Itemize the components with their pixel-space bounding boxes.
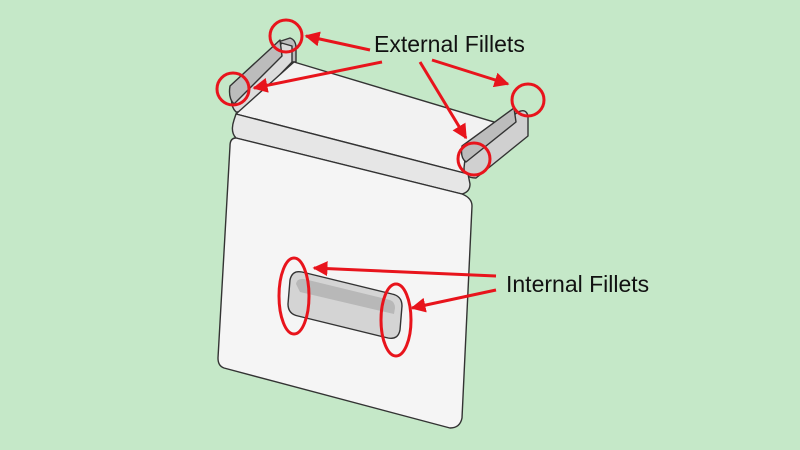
left-flange-front [228,39,283,105]
internal-fillet-ellipse-1 [277,256,311,336]
internal-arrow-1 [312,261,497,278]
external-arrow-2 [252,60,383,93]
external-arrow-4 [418,61,468,140]
internal-arrow-2 [410,288,497,313]
external-fillet-circle-2 [215,71,251,107]
external-fillet-circle-1 [268,18,304,54]
external-fillet-circle-4 [456,141,492,177]
external-fillets-label: External Fillets [374,31,525,57]
internal-fillet-ellipse-2 [379,282,413,358]
slot-inner-shade [296,278,395,314]
external-fillet-circle-3 [510,82,546,118]
bracket-part [217,37,529,429]
internal-fillets-label: Internal Fillets [506,271,649,297]
external-arrow-1 [304,31,371,52]
callout-circles [215,18,546,358]
external-arrow-3 [431,58,510,88]
callout-arrows [252,31,510,313]
